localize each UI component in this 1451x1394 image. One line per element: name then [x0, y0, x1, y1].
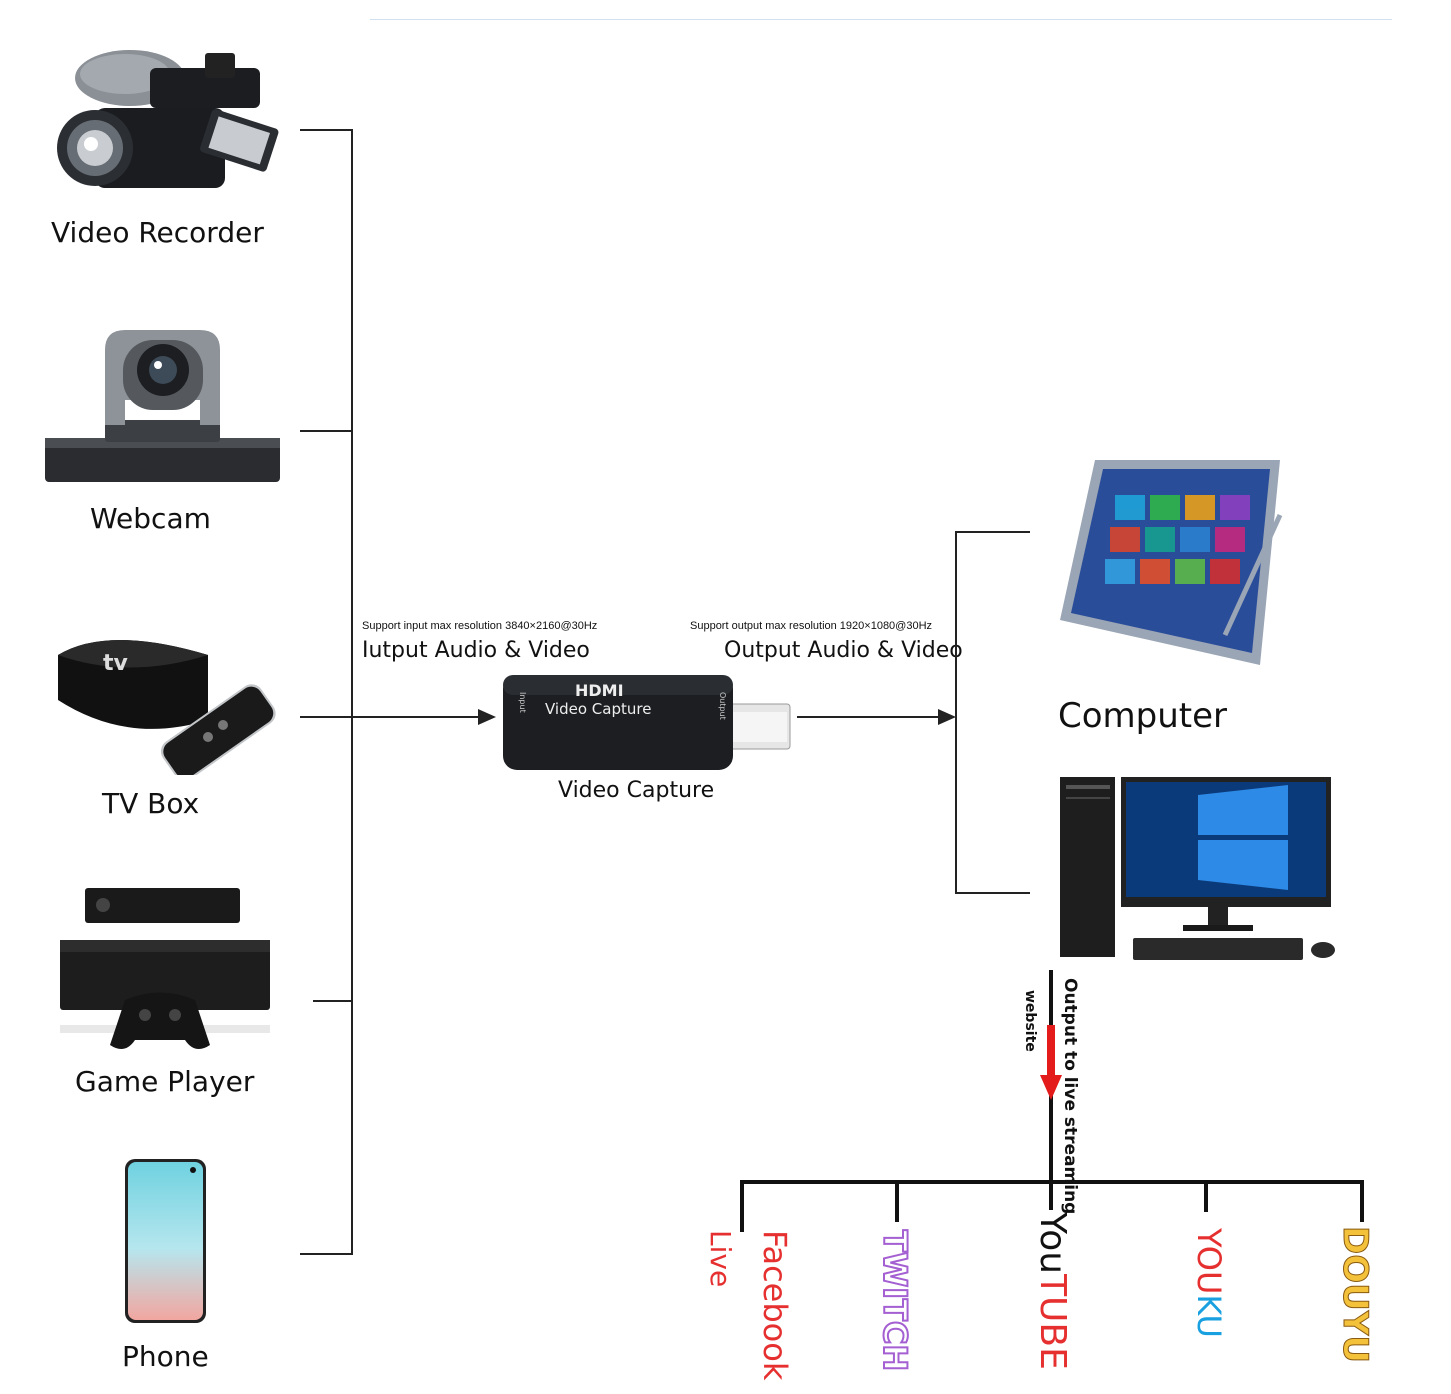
webcam-image	[45, 330, 280, 482]
platform-youku-you: YOU	[1190, 1228, 1228, 1295]
platform-drop-youtube	[1049, 1180, 1053, 1210]
game-player-label: Game Player	[75, 1065, 255, 1098]
stream-red-arrow	[1040, 1025, 1062, 1100]
connector-video-recorder	[300, 129, 353, 131]
device-brand: HDMI	[575, 681, 624, 700]
input-resolution-note: Support input max resolution 3840×2160@3…	[362, 620, 598, 632]
desktop-computer-image	[1060, 777, 1335, 960]
stream-caption-line1: Output to live streaming	[1060, 978, 1080, 1215]
device-port-input: Input	[518, 692, 527, 713]
input-arrowhead	[478, 709, 496, 725]
tablet-computer-image	[1060, 460, 1283, 665]
connector-game-player	[313, 1000, 353, 1002]
svg-text:tv: tv	[103, 651, 129, 676]
platform-drop-youku	[1204, 1180, 1208, 1212]
device-port-output: Output	[718, 692, 727, 720]
platform-drop-douyu	[1360, 1180, 1364, 1222]
webcam-label: Webcam	[90, 502, 211, 535]
output-resolution-note: Support output max resolution 1920×1080@…	[690, 620, 933, 632]
phone-label: Phone	[122, 1340, 209, 1373]
platform-live: Live	[704, 1230, 737, 1288]
video-capture-caption: Video Capture	[558, 778, 715, 803]
left-bus-vertical	[351, 129, 353, 1255]
platform-youku-ku: KU	[1190, 1294, 1228, 1338]
connector-tablet	[955, 531, 1030, 533]
video-recorder-image	[57, 50, 279, 188]
connector-tv-box	[300, 716, 490, 718]
connector-webcam	[300, 430, 353, 432]
phone-image	[125, 1159, 206, 1323]
tv-box-image: tv	[58, 640, 276, 775]
platform-youku: YOUKU	[1190, 1228, 1228, 1338]
platform-twitch: TWITCH	[875, 1229, 915, 1372]
platform-drop-twitch	[895, 1180, 899, 1222]
video-recorder-label: Video Recorder	[51, 216, 264, 249]
platform-facebook: Facebook	[756, 1230, 794, 1381]
platform-douyu: DOUYU	[1335, 1226, 1376, 1364]
computer-label: Computer	[1058, 696, 1228, 736]
input-label: Iutput Audio & Video	[362, 638, 590, 663]
top-rule	[370, 19, 1392, 20]
output-connector	[797, 716, 942, 718]
game-player-image	[60, 888, 270, 1049]
output-arrowhead	[938, 709, 956, 725]
connector-phone	[300, 1253, 353, 1255]
device-body-text: Video Capture	[545, 700, 651, 718]
connector-desktop	[955, 892, 1030, 894]
stream-caption-line2: website	[1022, 990, 1038, 1052]
video-capture-device-image: HDMI Video Capture Input Output	[503, 675, 791, 770]
platform-youtube: YouTUBE	[1032, 1212, 1073, 1370]
platform-youtube-you: You	[1032, 1212, 1073, 1275]
tv-box-label: TV Box	[102, 787, 200, 820]
right-bus-vertical	[955, 531, 957, 894]
platform-youtube-tube: TUBE	[1032, 1274, 1073, 1370]
output-label: Output Audio & Video	[724, 638, 963, 663]
platform-drop-live	[740, 1180, 744, 1232]
